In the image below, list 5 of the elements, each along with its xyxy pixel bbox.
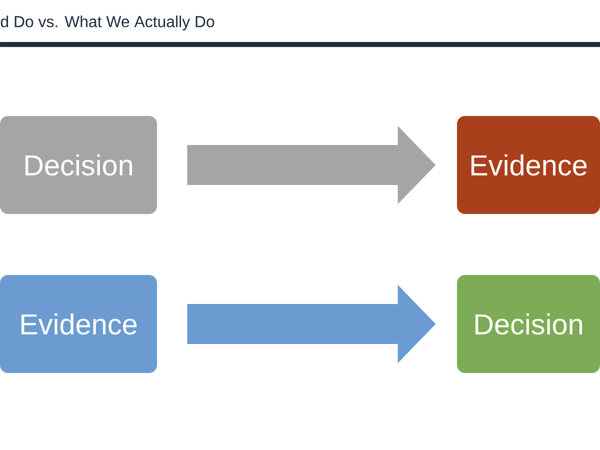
process-box: Evidence	[0, 275, 157, 373]
process-box: Evidence	[457, 116, 600, 214]
process-box: Decision	[0, 116, 157, 214]
slide-title: d Do vs. What We Actually Do	[0, 16, 214, 30]
process-box: Decision	[457, 275, 600, 373]
